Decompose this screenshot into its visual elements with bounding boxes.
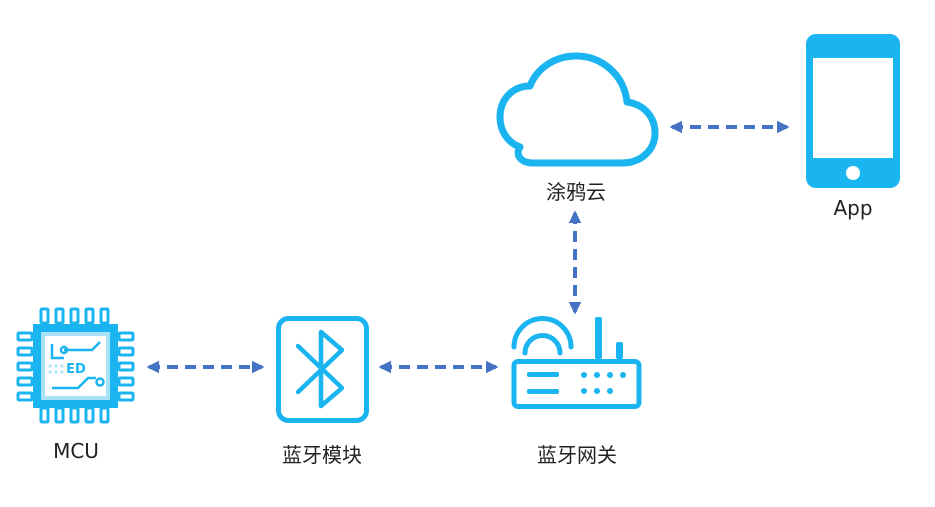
app-label: App (833, 196, 873, 220)
chip-text: ED (66, 362, 86, 377)
cloud-label: 涂鸦云 (546, 180, 606, 204)
mcu-label: MCU (53, 439, 99, 463)
bt-module-label: 蓝牙模块 (282, 443, 362, 467)
gateway-label: 蓝牙网关 (537, 443, 617, 467)
bluetooth-icon (276, 316, 369, 423)
smartphone-icon (806, 34, 900, 188)
cloud-icon (496, 52, 659, 167)
microchip-icon: ED (16, 307, 135, 424)
router-icon (511, 316, 642, 409)
connection-arrows (146, 120, 790, 374)
